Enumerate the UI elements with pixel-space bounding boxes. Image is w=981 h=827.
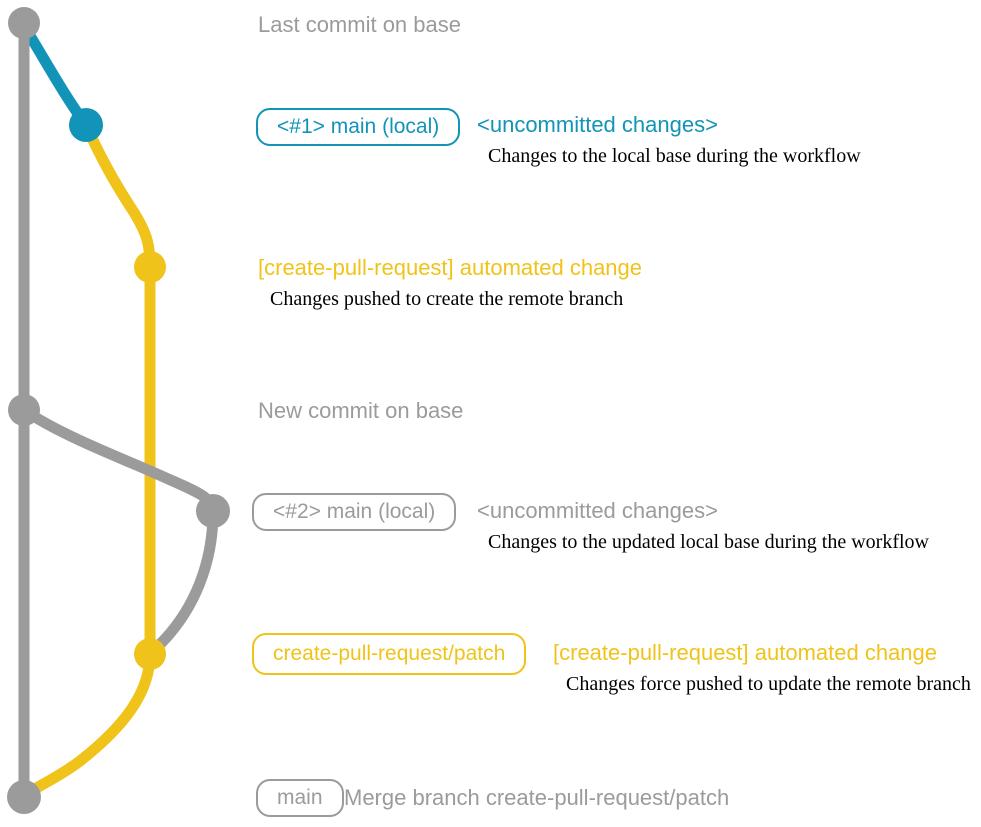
uncommitted-changes-1-description: Changes to the local base during the wor… [488,145,861,167]
local-main-branch-line [18,20,92,131]
commit-dot-automated-change-2 [134,638,166,670]
branch-badge-main-local-1: <#1> main (local) [256,108,461,146]
uncommitted-changes-1-label: <uncommitted changes> [477,112,718,137]
branch-badge-main-local-2: <#2> main (local) [252,493,457,531]
uncommitted-changes-2-description: Changes to the updated local base during… [488,531,929,553]
last-commit-on-base-label: Last commit on base [258,12,461,37]
automated-change-2-description: Changes force pushed to update the remot… [566,673,971,695]
commit-dot-automated-change-1 [134,251,166,283]
uncommitted-changes-2-label: <uncommitted changes> [477,498,718,523]
branch-badge-main-local-2-text: <#2> main (local) [273,500,436,523]
commit-dot-local-main-1 [69,108,103,142]
branch-badge-main-local-1-text: <#1> main (local) [277,115,440,138]
commit-dot-merge-commit [7,780,41,814]
new-commit-on-base-label: New commit on base [258,398,464,423]
branch-badge-create-pull-request-patch-text: create-pull-request/patch [273,642,506,665]
updated-local-main-line [18,404,219,657]
patch-merge-line [19,648,156,803]
automated-change-1-label: [create-pull-request] automated change [258,255,643,280]
branch-badge-create-pull-request-patch: create-pull-request/patch [252,633,527,675]
automated-change-1-description: Changes pushed to create the remote bran… [270,288,624,310]
git-graph [7,7,230,814]
commit-dot-local-main-2 [196,494,230,528]
patch-branch-line [80,119,156,660]
automated-change-2-label: [create-pull-request] automated change [553,640,938,665]
merge-commit-label: Merge branch create-pull-request/patch [344,785,730,810]
branch-badge-main: main [256,779,344,817]
commit-dot-new-commit-on-base [8,394,40,426]
branch-badge-main-text: main [277,786,323,809]
commit-dot-last-commit-on-base [8,7,40,39]
